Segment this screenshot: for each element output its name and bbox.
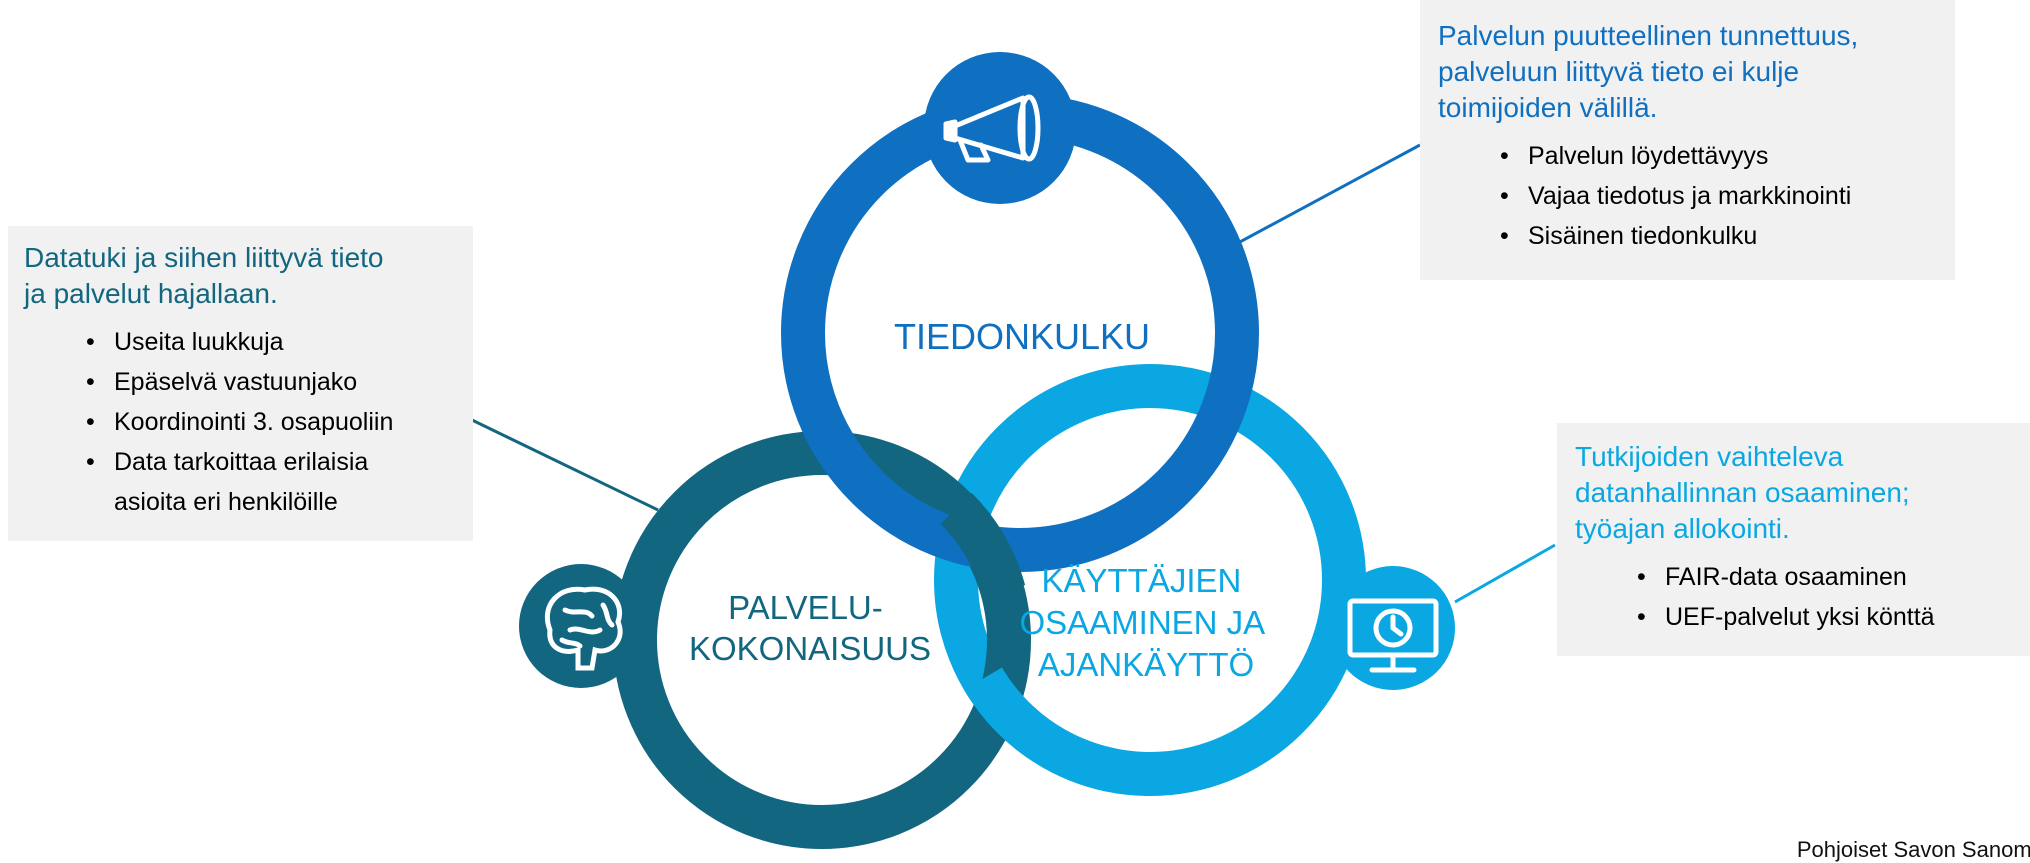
callout-left-bullets: Useita luukkuja Epäselvä vastuunjako Koo…	[80, 322, 459, 522]
callout-top-right: Palvelun puutteellinen tunnettuus, palve…	[1420, 0, 1955, 280]
circle-label-kayttajat: KÄYTTÄJIEN OSAAMINEN JA AJANKÄYTTÖ	[1019, 562, 1272, 683]
bullet-item: Data tarkoittaa erilaisia asioita eri he…	[80, 442, 414, 522]
brain-badge	[519, 564, 643, 688]
connector-line-top-right	[1224, 143, 1421, 252]
megaphone-badge	[924, 52, 1076, 204]
callout-top-right-bullets: Palvelun löydettävyys Vajaa tiedotus ja …	[1494, 136, 1939, 256]
megaphone-icon	[943, 94, 1041, 163]
connector-line-bottom-right	[1454, 543, 1556, 604]
callout-bottom-right-heading: Tutkijoiden vaihteleva datanhallinnan os…	[1575, 441, 1910, 544]
brain-icon	[545, 586, 623, 671]
callout-top-right-heading: Palvelun puutteellinen tunnettuus, palve…	[1438, 20, 1859, 123]
ring-kayttajat	[934, 364, 1366, 796]
circle-label-tiedonkulku: TIEDONKULKU	[894, 316, 1150, 357]
bullet-item: Koordinointi 3. osapuoliin	[80, 402, 459, 442]
bullet-item: Palvelun löydettävyys	[1494, 136, 1939, 176]
bullet-item: FAIR-data osaaminen	[1631, 557, 2020, 597]
callout-left-heading: Datatuki ja siihen liittyvä tieto ja pal…	[24, 242, 384, 309]
connector-line-left	[471, 418, 659, 512]
bullet-item: Vajaa tiedotus ja markkinointi	[1494, 176, 1939, 216]
bullet-item: Sisäinen tiedonkulku	[1494, 216, 1939, 256]
ring-kayttajat-overlap	[964, 667, 1117, 792]
bullet-item: Epäselvä vastuunjako	[80, 362, 459, 402]
bullet-item: Useita luukkuja	[80, 322, 459, 362]
ring-palvelu-overlap	[940, 492, 1026, 598]
callout-bottom-right-bullets: FAIR-data osaaminen UEF-palvelut yksi kö…	[1631, 557, 2020, 637]
callout-bottom-right: Tutkijoiden vaihteleva datanhallinnan os…	[1557, 423, 2030, 656]
circle-label-palvelu: PALVELU- KOKONAISUUS	[689, 589, 931, 667]
monitor-clock-icon	[1347, 598, 1439, 673]
callout-left: Datatuki ja siihen liittyvä tieto ja pal…	[8, 226, 473, 541]
bullet-item: UEF-palvelut yksi könttä	[1631, 597, 2020, 637]
footer-text: Pohjoiset Savon Sanomat	[1796, 837, 2030, 862]
monitor-badge	[1331, 566, 1455, 690]
